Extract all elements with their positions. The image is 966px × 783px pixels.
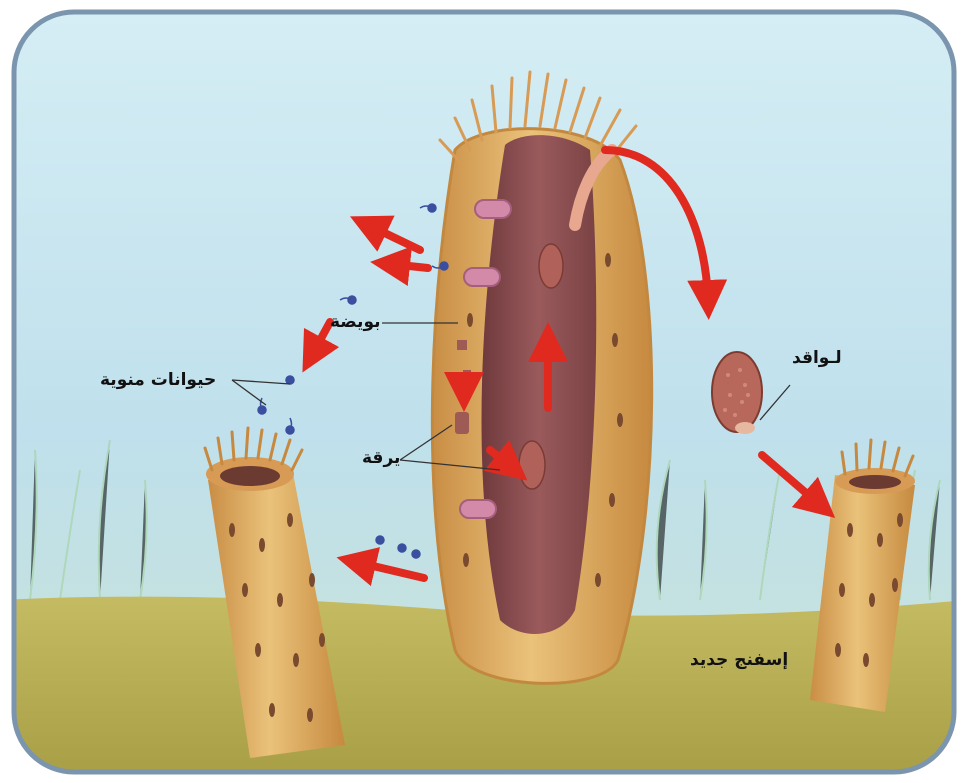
label-sperm: حيوانات منوية [100, 370, 216, 390]
swimming-larva [712, 352, 762, 434]
arrow-sperm-out-2 [390, 264, 428, 268]
label-larva: يرقة [362, 448, 400, 468]
label-new-sponge: إسفنج جديد [690, 650, 788, 670]
label-swimming-larva: لـواقد [792, 348, 842, 368]
label-egg: بويضة [330, 312, 381, 332]
